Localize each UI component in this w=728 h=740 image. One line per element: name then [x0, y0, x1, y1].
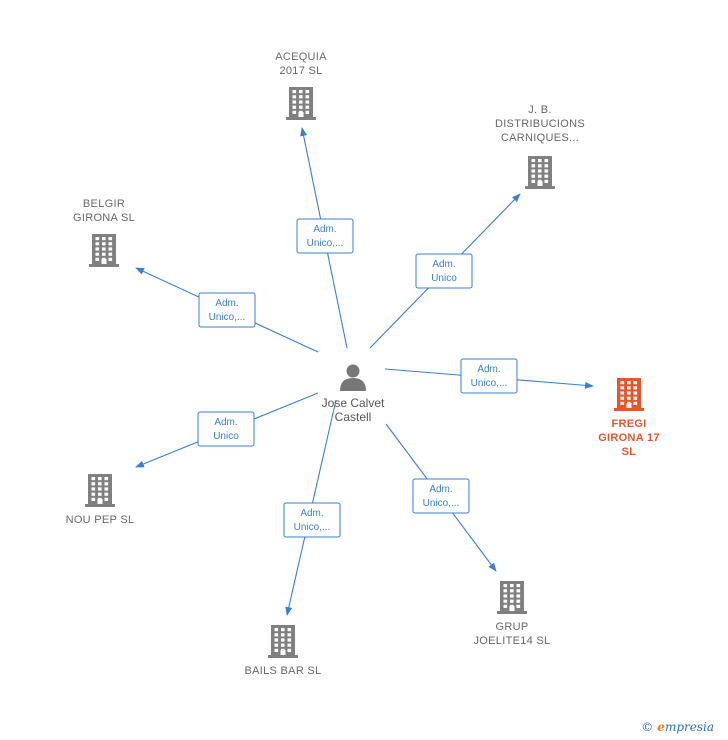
role-text-line: Adm.: [214, 417, 237, 428]
role-box: [412, 478, 470, 514]
company-label: FREGI: [611, 418, 646, 430]
role-box: [460, 358, 518, 394]
nodes-layer: ACEQUIA 2017 SL J. B. DISTRIBUCIONS CARNIQUE…: [66, 51, 660, 677]
role-text-line: Unico,...: [294, 522, 331, 533]
building-icon[interactable]: [525, 156, 555, 189]
company-node-grup[interactable]: GRUP JOELITE14 SL: [474, 581, 551, 647]
role-box: [296, 218, 354, 254]
company-label: BELGIR: [83, 198, 125, 210]
role-badge-fregi[interactable]: Adm. Unico,...: [460, 358, 518, 394]
building-icon[interactable]: [286, 87, 316, 120]
company-node-jb[interactable]: J. B. DISTRIBUCIONS CARNIQUES...: [495, 104, 585, 189]
company-label: NOU PEP SL: [66, 514, 135, 526]
company-label: GRUP: [496, 621, 529, 633]
company-label: JOELITE14 SL: [474, 635, 551, 647]
role-badge-grup[interactable]: Adm. Unico,...: [412, 478, 470, 514]
building-icon[interactable]: [268, 625, 298, 658]
role-text-line: Unico: [431, 273, 457, 284]
brand-initial: e: [657, 720, 665, 734]
company-label: SL: [622, 446, 637, 458]
role-box: [198, 292, 256, 328]
company-node-acequia[interactable]: ACEQUIA 2017 SL: [275, 51, 327, 120]
role-text-line: Unico,...: [471, 378, 508, 389]
company-node-belgir[interactable]: BELGIR GIRONA SL: [73, 198, 135, 267]
role-text-line: Adm.: [432, 259, 455, 270]
brand-name: mpresia: [664, 720, 714, 734]
copyright-brand: ©empresia: [641, 720, 714, 734]
role-text-line: Unico,...: [209, 312, 246, 323]
role-badge-jb[interactable]: Adm. Unico: [415, 253, 473, 289]
company-label: GIRONA 17: [598, 432, 660, 444]
company-label: DISTRIBUCIONS: [495, 118, 585, 130]
role-badge-acequia[interactable]: Adm. Unico,...: [296, 218, 354, 254]
building-icon[interactable]: [85, 474, 115, 507]
company-node-noupep[interactable]: NOU PEP SL: [66, 474, 135, 526]
role-text-line: Adm.: [300, 508, 323, 519]
edges-layer: [135, 127, 594, 616]
role-text-line: Unico,...: [423, 498, 460, 509]
role-box: [415, 253, 473, 289]
role-badge-bails[interactable]: Adm. Unico,...: [283, 502, 341, 538]
role-box: [283, 502, 341, 538]
role-text-line: Unico: [213, 431, 239, 442]
company-label: ACEQUIA: [275, 51, 327, 63]
company-label: J. B.: [528, 104, 552, 116]
company-node-bails[interactable]: BAILS BAR SL: [245, 625, 322, 677]
person-name: Castell: [335, 410, 372, 424]
company-node-fregi[interactable]: FREGI GIRONA 17 SL: [598, 378, 660, 458]
role-box: [197, 411, 255, 447]
copyright-icon: ©: [641, 720, 654, 734]
company-label: GIRONA SL: [73, 212, 135, 224]
role-text-line: Unico,...: [307, 238, 344, 249]
building-icon[interactable]: [614, 378, 644, 411]
role-text-line: Adm.: [215, 298, 238, 309]
building-icon[interactable]: [497, 581, 527, 614]
person-name: Jose Calvet: [322, 396, 385, 410]
company-label: BAILS BAR SL: [245, 665, 322, 677]
roles-layer: Adm.Unico,...Adm.UnicoAdm.Unico,...Adm.U…: [197, 218, 518, 538]
role-text-line: Adm.: [429, 484, 452, 495]
company-label: 2017 SL: [279, 65, 322, 77]
role-badge-belgir[interactable]: Adm. Unico,...: [198, 292, 256, 328]
role-text-line: Adm.: [313, 224, 336, 235]
building-icon[interactable]: [89, 234, 119, 267]
role-badge-noupep[interactable]: Adm. Unico: [197, 411, 255, 447]
person-icon[interactable]: [340, 364, 366, 392]
company-label: CARNIQUES...: [501, 132, 579, 144]
role-text-line: Adm.: [477, 364, 500, 375]
